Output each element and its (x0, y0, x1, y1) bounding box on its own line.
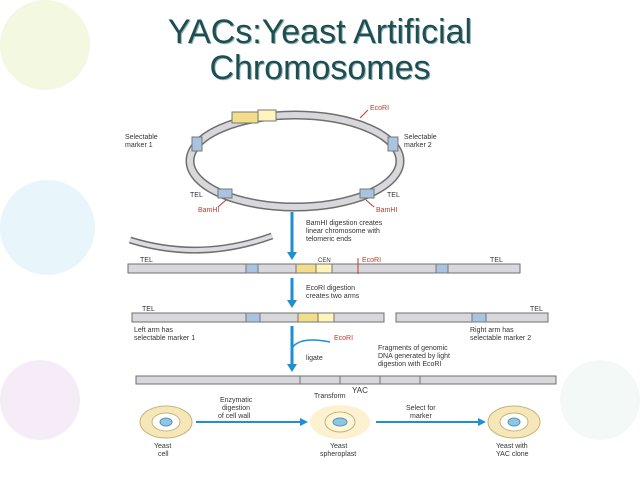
right-arm-text-2: selectable marker 2 (470, 335, 531, 342)
yac-right-arm (395, 312, 549, 323)
yac-vector-plasmid (185, 109, 405, 212)
step1-text-2: linear chromosome with (306, 228, 380, 235)
linear-label-cen: CEN (318, 258, 331, 264)
plasmid-marker-left-segment (191, 136, 203, 152)
yeast-with-yac (487, 405, 541, 439)
plasmid-marker-segment (231, 111, 259, 124)
left-arm-text-1: Left arm has (134, 327, 173, 334)
title-line-1: YACs:Yeast Artificial (167, 13, 473, 51)
transform-label: Transform (314, 393, 346, 400)
yeast-spheroplast (310, 405, 370, 439)
plasmid-tel-right-segment (359, 188, 375, 199)
label-enzyme-bottom-right: BamHI (376, 207, 397, 214)
label-selectable-marker-right-2: marker 2 (404, 142, 432, 149)
step1-text-3: telomeric ends (306, 236, 352, 243)
yeast-cell-label-2: cell (158, 451, 169, 458)
step3-fragments-3: digestion with EcoRI (378, 361, 441, 368)
yac-left-arm (131, 312, 385, 323)
label-plasmid-tel-left: TEL (190, 192, 203, 199)
spheroplast-label-1: Yeast (330, 443, 347, 450)
decorative-bubble (0, 0, 90, 90)
assembled-yac (135, 375, 557, 385)
yeast-cell (139, 405, 193, 439)
spheroplast-label-2: spheroplast (320, 451, 356, 458)
select-text-1: Select for (406, 405, 436, 412)
label-selectable-marker-left-1: Selectable (125, 134, 158, 141)
left-arm-text-2: selectable marker 1 (134, 335, 195, 342)
decorative-bubble (560, 360, 640, 440)
label-enzyme-bottom-left: BamHI (198, 207, 219, 214)
decorative-bubble (0, 360, 80, 440)
title-line-2: Chromosomes (209, 49, 431, 87)
plasmid-cen-segment (257, 109, 277, 122)
step3-fragments-1: Fragments of genomic (378, 345, 448, 352)
linear-label-tel-left: TEL (140, 257, 153, 264)
yac-clone-label-2: YAC clone (496, 451, 529, 458)
right-arm-text-1: Right arm has (470, 327, 514, 334)
arm-label-tel-left: TEL (142, 306, 155, 313)
arm-label-tel-right: TEL (530, 306, 543, 313)
label-plasmid-tel-right: TEL (387, 192, 400, 199)
linear-label-ecori: EcoRI (362, 257, 381, 264)
step2-text-2: creates two arms (306, 293, 360, 300)
enzymatic-text-2: digestion (222, 405, 250, 412)
step1-text-1: BamHI digestion creates (306, 220, 383, 227)
label-enzyme-top: EcoRI (370, 105, 389, 112)
step3-fragments-2: DNA generated by light (378, 353, 450, 360)
slide-title: YACs:Yeast Artificial Chromosomes (0, 14, 640, 86)
decorative-bubble (0, 180, 95, 275)
linear-label-tel-right: TEL (490, 257, 503, 264)
enzymatic-text-1: Enzymatic (220, 397, 253, 404)
yac-clone-label-1: Yeast with (496, 443, 528, 450)
label-selectable-marker-left-2: marker 1 (125, 142, 153, 149)
plasmid-tel-left-segment (217, 188, 233, 199)
yeast-cell-label-1: Yeast (154, 443, 171, 450)
label-selectable-marker-right-1: Selectable (404, 134, 437, 141)
linear-yac-vector (127, 258, 521, 274)
step2-text-1: EcoRI digestion (306, 285, 355, 292)
enzymatic-text-3: of cell wall (218, 413, 251, 420)
step3-ligate: ligate (306, 355, 323, 362)
select-text-2: marker (410, 413, 432, 420)
step3-enzyme: EcoRI (334, 335, 353, 342)
yac-label: YAC (352, 386, 368, 395)
plasmid-marker-right-segment (387, 136, 399, 152)
